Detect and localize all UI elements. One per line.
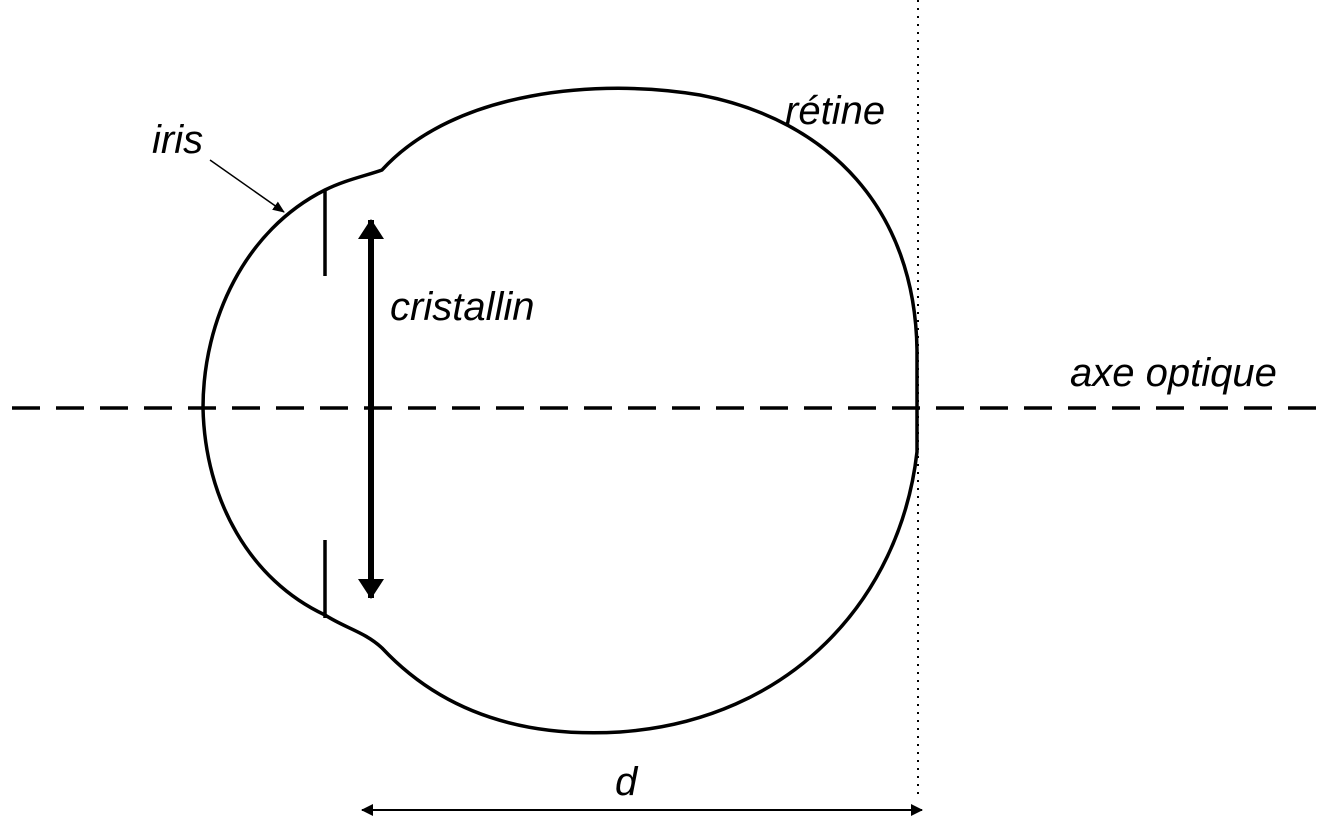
iris-pointer <box>209 159 285 213</box>
label-retina: rétine <box>785 89 885 133</box>
label-distance: d <box>615 760 639 804</box>
label-lens: cristallin <box>390 285 534 329</box>
label-optical-axis: axe optique <box>1070 351 1277 395</box>
label-iris: iris <box>152 118 203 162</box>
eyeball-outline <box>201 86 919 735</box>
